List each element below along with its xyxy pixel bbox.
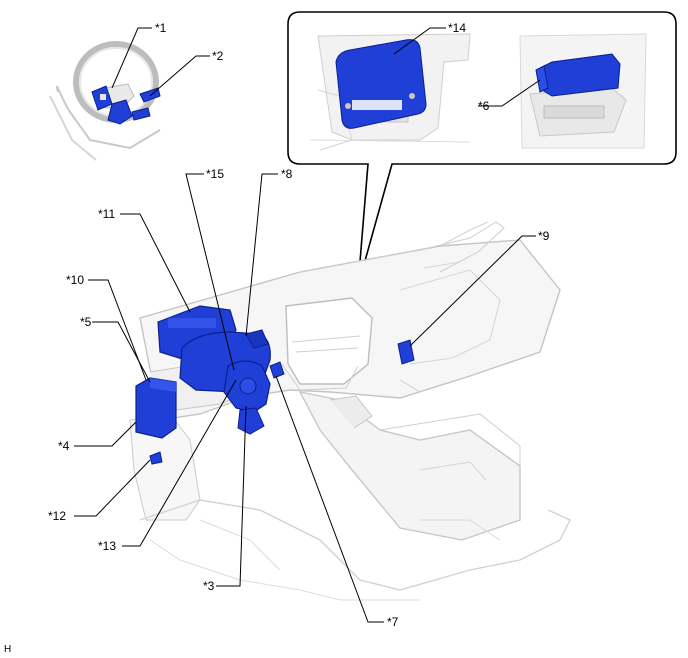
steering-column-part [223,360,271,413]
callout-6-label: *6 [478,99,490,113]
callout-10-label: *10 [66,273,85,287]
center-display-part [335,39,427,129]
callout-13-label: *13 [98,539,117,553]
body-ecu-part [135,377,177,439]
display-module-part [535,53,621,97]
callout-3-label: *3 [203,579,215,593]
figure-id-label: H [4,644,12,655]
leader-lines [74,27,541,623]
callout-4-label: *4 [58,439,70,453]
callout-5-label: *5 [80,315,92,329]
center-console-illustration [298,379,521,541]
small-sensor-part [149,451,163,465]
callout-15-label: *15 [206,167,225,181]
callout-2-label: *2 [212,49,224,63]
callout-1-label: *1 [155,21,167,35]
callout-8-label: *8 [281,167,293,181]
callout-14-label: *14 [448,21,467,35]
ecu-connector-part [269,361,285,379]
spiral-cable-part [237,407,265,435]
steering-pad-switch-part [91,85,133,125]
callout-11-label: *11 [98,207,116,221]
callout-9-label: *9 [538,229,550,243]
callout-12-label: *12 [48,509,67,523]
floor-illustration [139,499,571,601]
callout-7-label: *7 [387,615,399,629]
